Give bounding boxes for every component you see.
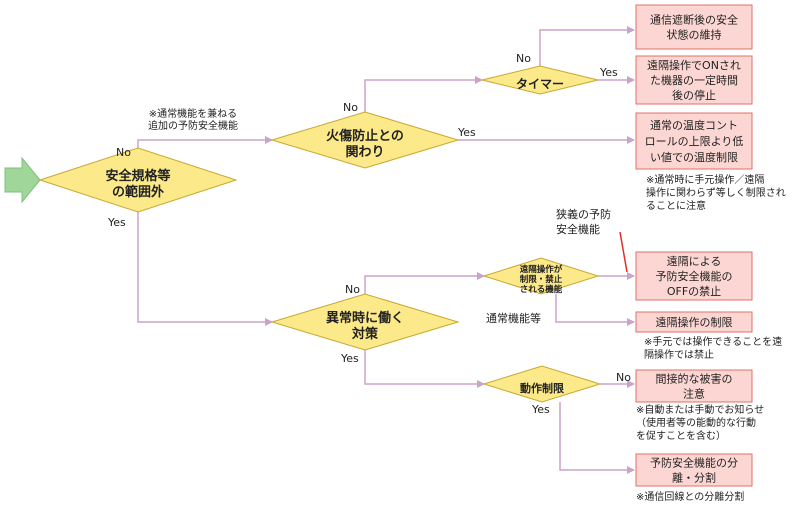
scope-no-label: No: [116, 146, 131, 159]
text-line: 追加の予防安全機能: [148, 119, 238, 132]
text-line: い値での温度制限: [650, 150, 738, 164]
text-line: 遠隔操作の制限: [656, 315, 733, 329]
text-line: される機能: [520, 284, 563, 295]
text-line: の範囲外: [112, 184, 164, 200]
text-line: 遠隔操作が: [520, 264, 563, 275]
text-line: ※通常機能を兼ねる: [149, 107, 237, 120]
indirect-box: [635, 369, 753, 403]
text-line: ※手元では操作できることを遠: [644, 335, 782, 348]
text-line: た機器の一定時間: [650, 73, 738, 87]
text-line: ※自動または手動でお知らせ: [636, 403, 764, 416]
extra-func-note: ※通常機能を兼ねる追加の予防安全機能: [148, 107, 238, 132]
text-line: 動作制限: [520, 381, 564, 395]
narrow-label: 狭義の予防安全機能: [556, 207, 611, 236]
text-line: 通信遮断後の安全: [650, 13, 738, 27]
indirect-box-text: 間接的な被害の注意: [656, 372, 733, 401]
text-line: OFFの禁止: [667, 285, 721, 298]
text-line: ることに注意: [646, 199, 706, 212]
operation-no-label: No: [616, 371, 631, 384]
text-line: 狭義の予防: [556, 207, 611, 221]
scope-diamond-text: 安全規格等の範囲外: [105, 168, 170, 200]
text-line: 離・分割: [672, 471, 716, 485]
limit-box: [635, 311, 753, 333]
maintain-box: [635, 4, 753, 50]
connector-scope-abnormal: [137, 212, 273, 326]
timer-diamond: [481, 65, 599, 95]
temp-box: [635, 112, 753, 170]
burn-diamond-text: 火傷防止との関わり: [326, 128, 404, 160]
separate-note: ※通信回線との分離分割: [636, 490, 744, 503]
prohibit-box-text: 遠隔による予防安全機能の OFFの禁止: [656, 255, 733, 298]
maintain-box-text: 通信遮断後の安全状態の維持: [650, 13, 738, 42]
timer-no-label: No: [516, 52, 531, 65]
abnormal-diamond-text: 異常時に働く対策: [326, 310, 404, 342]
connector-scope-burn: [137, 136, 273, 148]
prohibit-box: [635, 251, 753, 301]
notify-note: ※自動または手動でお知らせ（使用者等の能動的な行動を促すことを含む）: [636, 403, 764, 442]
scope-diamond: [38, 147, 238, 213]
text-line: ※通信回線との分離分割: [636, 490, 744, 503]
text-line: 通常の温度コント: [650, 118, 738, 132]
text-line: 遠隔操作でONされ: [647, 58, 741, 72]
text-line: ※通常時に手元操作／遠隔: [646, 173, 764, 186]
text-line: 安全規格等: [105, 168, 170, 184]
connector-abnormal-operation: [364, 350, 485, 388]
remote-note: ※手元では操作できることを遠隔操作では禁止: [644, 335, 782, 361]
burn-yes-label: Yes: [457, 126, 476, 139]
remote-diamond: [482, 257, 600, 295]
connector-abnormal-remote: [364, 272, 485, 294]
text-line: 制限・禁止: [520, 274, 563, 285]
text-line: 間接的な被害の: [656, 372, 733, 386]
temp-note: ※通常時に手元操作／遠隔操作に関わらず等しく制限されることに注意: [646, 173, 786, 212]
text-line: 関わり: [345, 145, 384, 160]
abnormal-yes-label: Yes: [340, 352, 359, 365]
text-line: 遠隔による: [667, 255, 722, 268]
normal-func-label: 通常機能等: [486, 311, 541, 325]
separate-box-text: 予防安全機能の分離・分割: [650, 456, 738, 485]
connector-remote-limit: [555, 294, 635, 326]
connector-operation-separate: [559, 402, 635, 474]
temp-box-text: 通常の温度コントロールの上限より低い値での温度制限: [645, 118, 744, 164]
abnormal-no-label: No: [345, 283, 360, 296]
timer-diamond-text: タイマー: [516, 77, 564, 91]
operation-diamond: [482, 365, 602, 403]
text-line: 火傷防止との: [326, 128, 404, 144]
text-line: 対策: [351, 326, 379, 342]
text-line: 隔操作では禁止: [644, 348, 714, 361]
narrow-pointer-line: [619, 231, 628, 273]
text-line: 状態の維持: [667, 28, 722, 42]
remote-diamond-text: 遠隔操作が制限・禁止される機能: [520, 264, 563, 295]
text-line: 予防安全機能の分: [650, 456, 738, 470]
text-line: 予防安全機能の: [656, 269, 733, 283]
text-line: を促すことを含む）: [636, 429, 726, 442]
connector-timer-maintain: [539, 26, 635, 66]
operation-diamond-text: 動作制限: [520, 381, 564, 395]
text-line: 後の停止: [672, 88, 716, 102]
limit-box-text: 遠隔操作の制限: [656, 315, 733, 329]
start-arrow: [4, 156, 41, 204]
text-line: （使用者等の能動的な行動: [636, 416, 756, 429]
stop-box: [635, 55, 753, 105]
scope-yes-label: Yes: [107, 216, 126, 229]
text-line: 安全機能: [556, 222, 600, 236]
timer-yes-label: Yes: [599, 66, 618, 79]
burn-no-label: No: [343, 101, 358, 114]
stop-box-text: 遠隔操作でONされた機器の一定時間後の停止: [647, 58, 741, 102]
text-line: 異常時に働く: [326, 310, 404, 326]
text-line: タイマー: [516, 77, 564, 91]
text-line: 操作に関わらず等しく制限され: [646, 186, 786, 199]
connector-burn-timer: [364, 76, 483, 112]
abnormal-diamond: [270, 293, 460, 351]
burn-diamond: [270, 111, 460, 169]
text-line: 注意: [683, 387, 705, 401]
operation-yes-label: Yes: [531, 403, 550, 416]
text-line: ロールの上限より低: [645, 135, 744, 148]
separate-box: [635, 453, 753, 487]
